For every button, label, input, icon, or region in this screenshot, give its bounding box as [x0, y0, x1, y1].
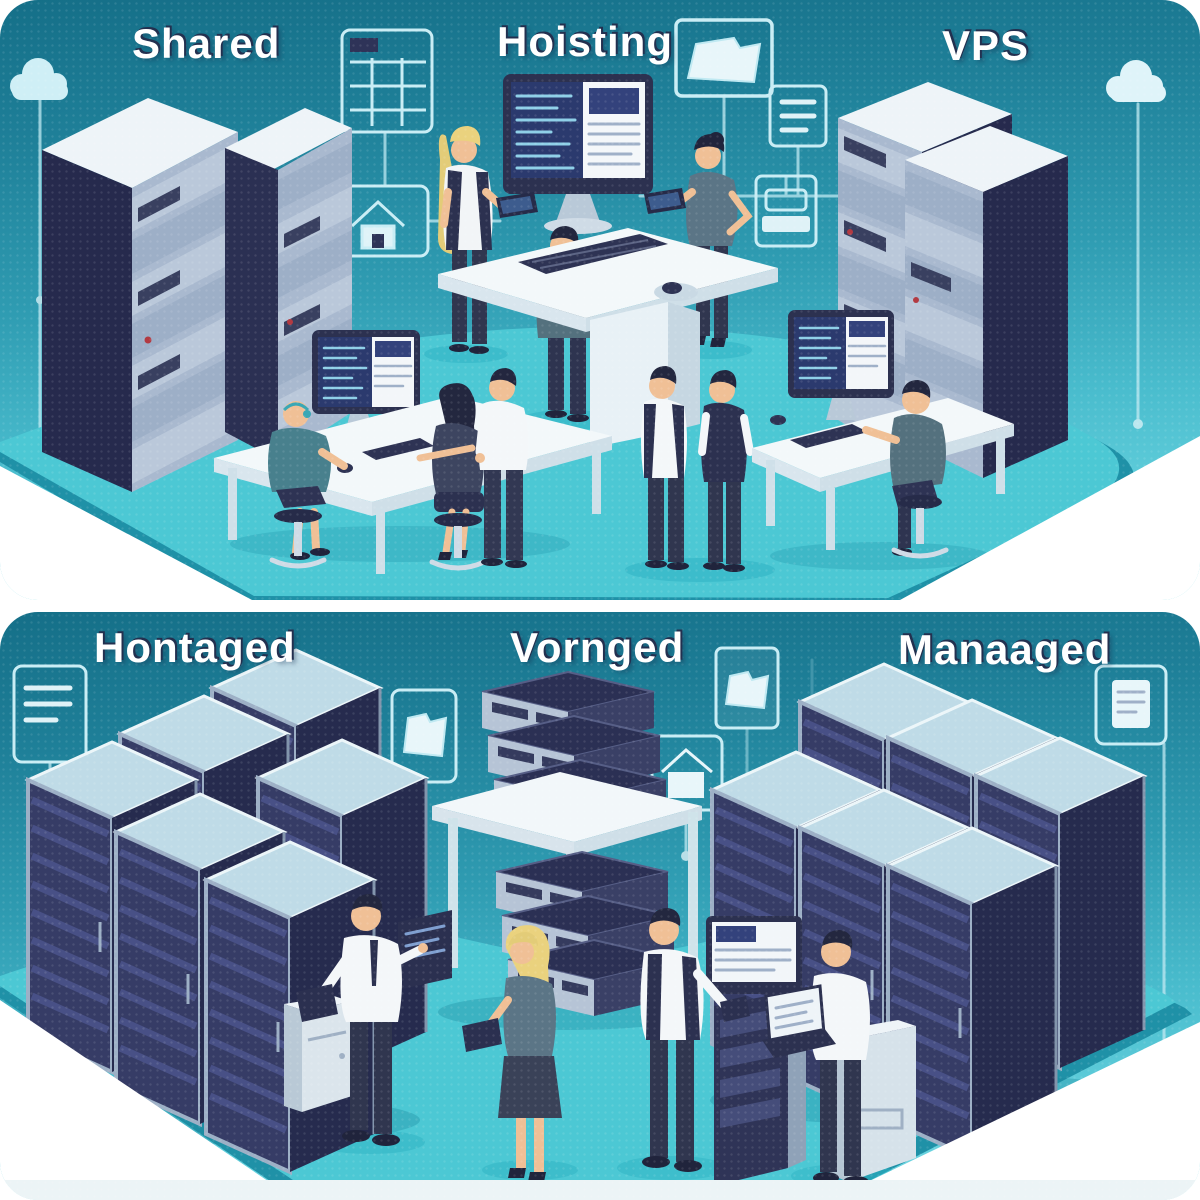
mouse	[662, 282, 682, 294]
base-strip	[0, 1180, 1200, 1200]
person-blonde-technician	[438, 126, 538, 354]
label-manaaged: Manaaged	[898, 626, 1112, 673]
label-hontaged: Hontaged	[94, 624, 296, 671]
tablet	[462, 1018, 502, 1052]
person-seated-developer	[268, 401, 348, 569]
server-stack-table	[432, 671, 702, 1017]
top-scene	[0, 18, 1200, 600]
calendar-icon	[340, 28, 434, 134]
floor-corner-cut	[0, 1000, 296, 1200]
floor-corner-cut	[0, 466, 252, 600]
person-back-view	[641, 366, 689, 570]
person-laptop	[762, 930, 870, 1188]
person-tie-tablet	[296, 894, 452, 1146]
keyboard	[362, 438, 434, 460]
person-vest-phone	[640, 908, 750, 1172]
server-rack	[225, 108, 352, 460]
image-panel-icon	[674, 18, 774, 98]
label-hosting: Hoisting	[497, 18, 673, 65]
mouse	[770, 415, 786, 425]
floor-corner-cut	[900, 436, 1200, 600]
document-icon	[12, 664, 88, 764]
label-vornged: Vornged	[510, 624, 685, 671]
tablet	[296, 984, 338, 1022]
person-blonde-tablet	[462, 925, 562, 1182]
cloud-icon	[10, 58, 68, 100]
server-rack	[42, 98, 238, 492]
phone	[720, 996, 750, 1022]
person-standing-white-shirt	[475, 368, 529, 568]
label-vps: VPS	[942, 22, 1030, 69]
document-icon	[1094, 664, 1168, 746]
laptop-base	[762, 1028, 836, 1058]
floor-corner-cut	[830, 1022, 1200, 1200]
code-monitor	[503, 74, 653, 234]
folder-icon	[714, 646, 780, 730]
person-standing-desk-legs	[545, 338, 589, 422]
person-seated-right	[862, 380, 949, 559]
printer-icon	[754, 174, 818, 248]
bottom-panel	[0, 612, 1200, 1200]
keyboard	[790, 424, 868, 448]
bottom-scene	[0, 646, 1200, 1200]
top-panel	[0, 0, 1200, 600]
person-seated-woman	[416, 383, 487, 571]
cloud-icon	[1106, 60, 1166, 102]
document-icon	[768, 84, 828, 148]
label-shared: Shared	[132, 20, 281, 67]
person-back-view	[698, 370, 754, 572]
